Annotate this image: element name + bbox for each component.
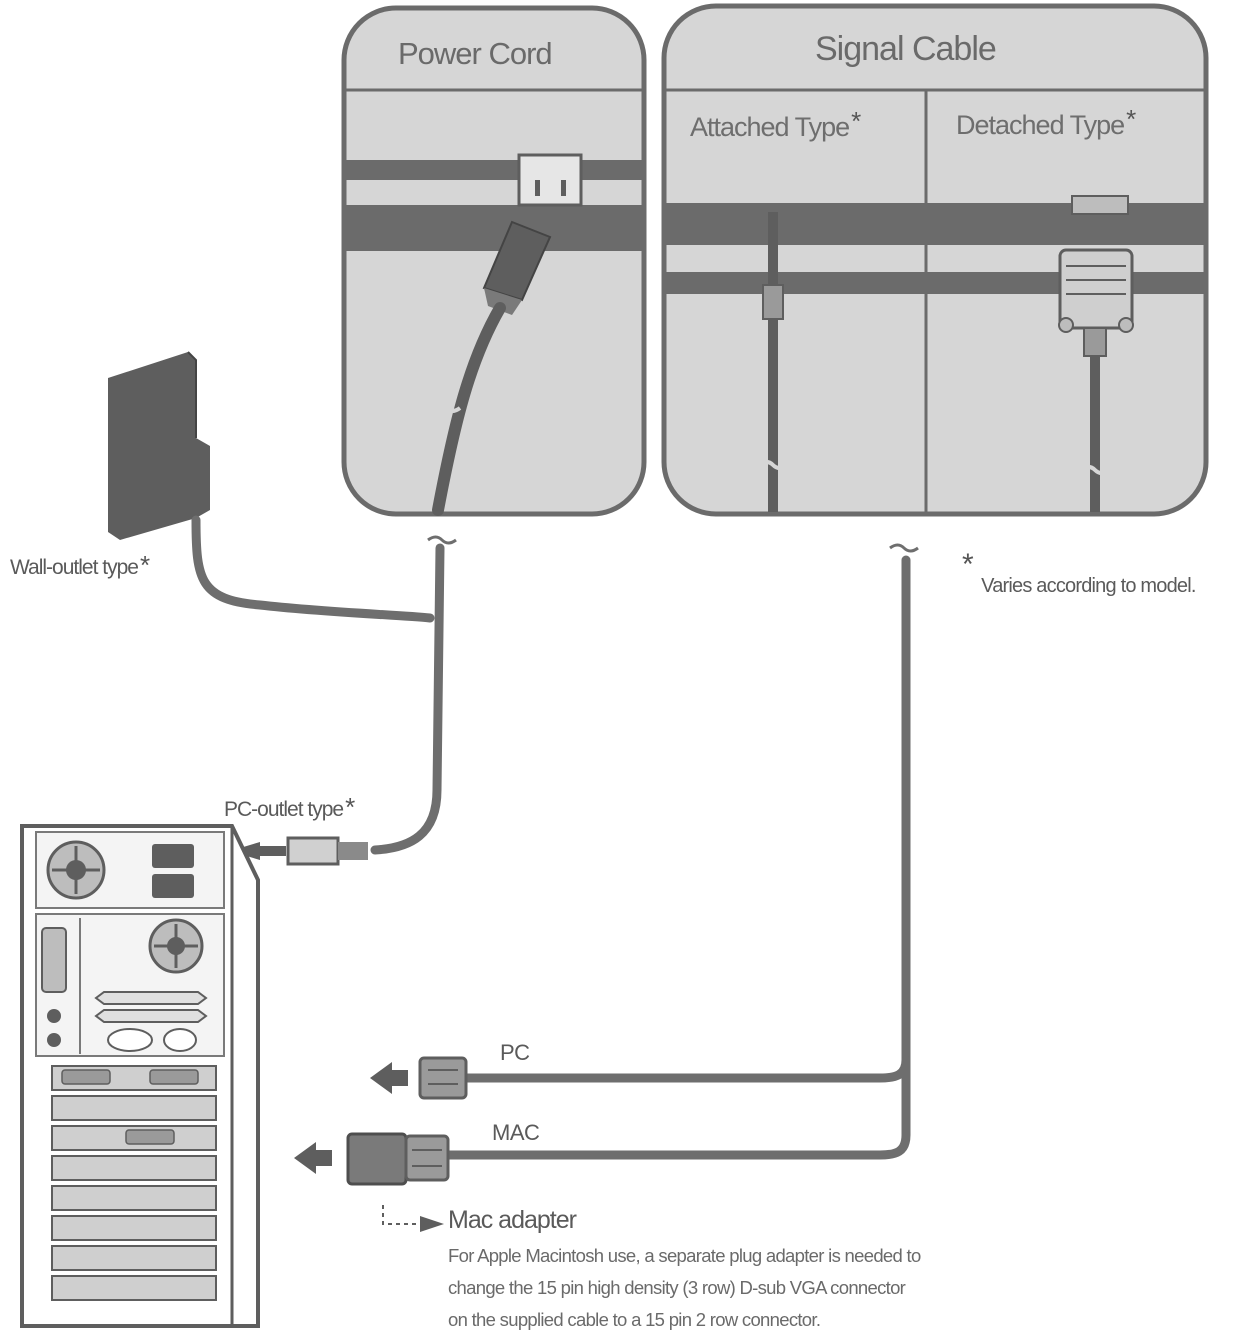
pc-vga-plug-icon bbox=[370, 1056, 468, 1100]
pc-outlet-label: PC-outlet type* bbox=[224, 792, 355, 822]
cable-break-mark bbox=[889, 543, 919, 553]
cable-break-mark bbox=[427, 535, 457, 545]
signal-cable-panel bbox=[661, 3, 1209, 517]
detached-type-label: Detached Type* bbox=[956, 104, 1136, 140]
pc-label: PC bbox=[500, 1040, 530, 1065]
mac-label: MAC bbox=[492, 1120, 540, 1145]
wall-outlet-icon bbox=[108, 351, 210, 540]
mac-adapter-icon bbox=[294, 1132, 450, 1186]
wall-outlet-label: Wall-outlet type* bbox=[10, 550, 150, 580]
power-plug-icon bbox=[430, 220, 552, 516]
description-line: on the supplied cable to a 15 pin 2 row … bbox=[448, 1309, 821, 1330]
attached-type-label: Attached Type* bbox=[690, 106, 861, 142]
power-cord-panel bbox=[341, 5, 647, 517]
signal-cable-title: Signal Cable bbox=[815, 30, 997, 68]
mac-adapter-description: For Apple Macintosh use, a separate plug… bbox=[448, 1240, 1048, 1336]
mac-adapter-title: Mac adapter bbox=[448, 1206, 577, 1234]
power-cord-title: Power Cord bbox=[398, 36, 553, 71]
description-line: For Apple Macintosh use, a separate plug… bbox=[448, 1245, 921, 1266]
monitor-edge-bar bbox=[346, 160, 642, 180]
attached-cable-icon bbox=[758, 212, 788, 512]
power-cable bbox=[191, 515, 445, 855]
varies-note: * Varies according to model. bbox=[962, 548, 1196, 597]
vga-connector-icon bbox=[1058, 195, 1134, 512]
adapter-pointer-arrow bbox=[382, 1205, 444, 1232]
pc-tower-icon bbox=[20, 824, 260, 1328]
power-socket-icon bbox=[517, 153, 583, 207]
signal-cable bbox=[443, 555, 911, 1160]
monitor-back-bar bbox=[346, 205, 642, 251]
description-line: change the 15 pin high density (3 row) D… bbox=[448, 1277, 906, 1298]
pc-outlet-plug-icon bbox=[230, 836, 368, 866]
